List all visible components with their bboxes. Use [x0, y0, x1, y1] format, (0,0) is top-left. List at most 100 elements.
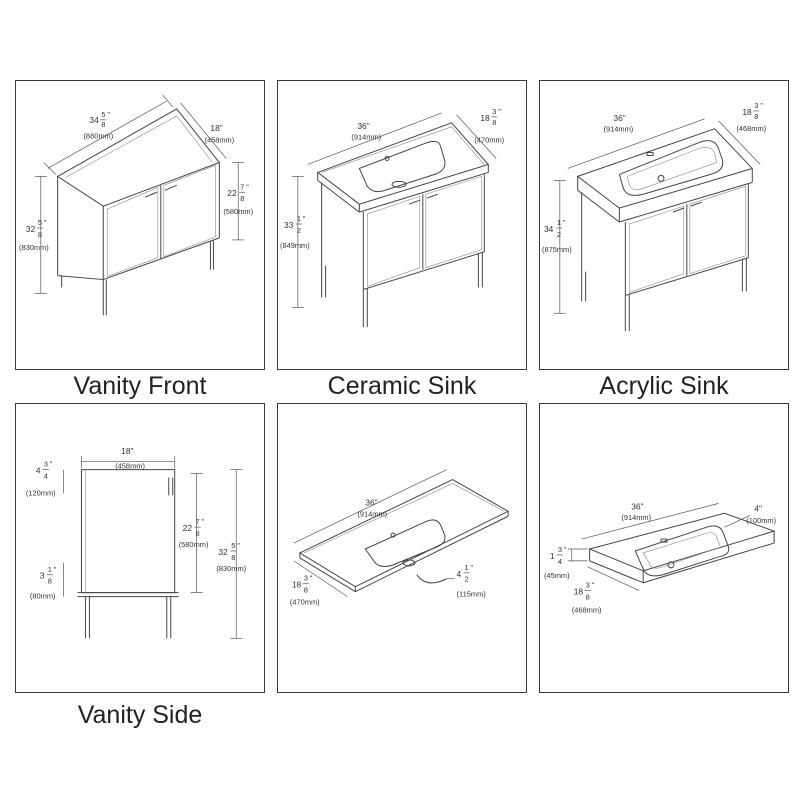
svg-text:3: 3 [754, 101, 758, 110]
svg-text:": " [202, 517, 205, 526]
acrylic-top-drawing: 36" (914mm) 4" (100mm) 1 3 4 " (45mm) 18… [544, 501, 777, 614]
svg-text:": " [470, 563, 473, 572]
basin-icon [364, 519, 446, 567]
ceramic-sink-drawing: 36" (914mm) 18 3 8 " (470mm) 33 1 2 " (8… [280, 107, 505, 328]
svg-text:": " [246, 182, 249, 191]
svg-text:4: 4 [558, 557, 562, 566]
depth-label: 18" [210, 123, 222, 133]
bowl-depth-mm: (100mm) [746, 516, 776, 525]
width-label: 36" [631, 501, 643, 511]
basin-icon [618, 140, 724, 196]
countertop-outline [298, 478, 510, 588]
svg-text:7: 7 [196, 517, 200, 526]
svg-text:2: 2 [464, 575, 468, 584]
ceramic-top-drawing: 36" (914mm) 18 3 8 " (470mm) 4 1 2 " (11… [290, 469, 510, 607]
total-height-whole: 32 [26, 224, 36, 234]
svg-text:1: 1 [464, 563, 468, 572]
svg-text:2: 2 [297, 226, 301, 235]
ceramic-sink-panel: 36" (914mm) 18 3 8 " (470mm) 33 1 2 " (8… [277, 80, 527, 370]
cabinet-height-mm: (580mm) [179, 540, 209, 549]
svg-text:": " [564, 545, 567, 554]
total-height-mm: (830mm) [216, 564, 246, 573]
door-handle-right [164, 184, 177, 191]
width-label: 36" [357, 121, 369, 131]
svg-text:8: 8 [304, 586, 308, 595]
width-label: 36" [365, 497, 377, 507]
svg-text:1: 1 [550, 551, 555, 561]
svg-text:1: 1 [297, 214, 301, 223]
depth-mm: (470mm) [474, 136, 504, 145]
acrylic-sink-panel: 36" (914mm) 18 3 8 " (468mm) 34 1 2 " (8… [539, 80, 789, 370]
height-whole: 33 [284, 220, 294, 230]
depth-mm: (468mm) [572, 605, 602, 614]
vanity-front-panel: 34 5 8 " (880mm) 18" (458mm) 22 7 8 " (5… [15, 80, 265, 370]
depth-label: 18" [121, 446, 133, 456]
bowl-depth-mm: (115mm) [457, 590, 487, 599]
width-label: 36" [613, 113, 625, 123]
svg-text:1: 1 [557, 218, 561, 227]
width-mm: (914mm) [621, 513, 651, 522]
svg-text:2: 2 [557, 230, 561, 239]
height-mm: (849mm) [280, 241, 310, 250]
svg-text:8: 8 [586, 593, 590, 602]
svg-text:": " [54, 565, 57, 574]
width-mm: (914mm) [351, 133, 381, 142]
svg-text:4: 4 [36, 466, 41, 476]
svg-text:4: 4 [457, 569, 462, 579]
leg-gap-mm: (80mm) [30, 592, 56, 601]
svg-text:": " [498, 107, 501, 116]
countertop-outline [576, 128, 754, 209]
ceramic-top-panel: 36" (914mm) 18 3 8 " (470mm) 4 1 2 " (11… [277, 403, 527, 693]
depth-mm: (458mm) [204, 136, 234, 145]
depth-mm: (470mm) [290, 598, 320, 607]
caption-vanity-side: Vanity Side [77, 701, 203, 729]
acrylic-top-panel: 36" (914mm) 4" (100mm) 1 3 4 " (45mm) 18… [539, 403, 789, 693]
svg-text:3: 3 [40, 571, 45, 581]
svg-text:3: 3 [586, 581, 590, 590]
svg-text:": " [303, 214, 306, 223]
svg-text:8: 8 [754, 112, 758, 121]
height-whole: 34 [544, 224, 554, 234]
svg-text:": " [237, 541, 240, 550]
svg-text:18: 18 [742, 107, 752, 117]
width-whole: 34 [89, 115, 99, 125]
svg-text:18: 18 [574, 587, 584, 597]
vanity-side-drawing: 18" (458mm) 4 3 4 " (120mm) 3 1 8 " (80m… [26, 446, 247, 639]
svg-text:": " [592, 581, 595, 590]
thickness-mm: (45mm) [544, 571, 570, 580]
svg-text:": " [563, 218, 566, 227]
cabinet-top-outline [56, 108, 221, 207]
svg-text:": " [760, 101, 763, 110]
svg-text:8: 8 [231, 553, 235, 562]
svg-text:": " [50, 460, 53, 469]
svg-text:32: 32 [218, 547, 228, 557]
caption-acrylic-sink: Acrylic Sink [599, 372, 729, 400]
svg-text:3: 3 [492, 107, 496, 116]
svg-text:8: 8 [196, 529, 200, 538]
width-num: 5 [101, 110, 105, 119]
svg-text:3: 3 [304, 574, 308, 583]
depth-mm: (458mm) [115, 462, 145, 471]
svg-text:18: 18 [292, 580, 302, 590]
depth-mm: (468mm) [736, 124, 766, 133]
side-profile [80, 469, 176, 594]
svg-text:5: 5 [231, 541, 235, 550]
top-gap-mm: (120mm) [26, 488, 56, 497]
bowl-depth-label: 4" [754, 503, 762, 513]
basin-icon [358, 140, 446, 193]
vanity-front-drawing: 34 5 8 " (880mm) 18" (458mm) 22 7 8 " (5… [19, 94, 254, 316]
width-mm: (880mm) [83, 132, 113, 141]
svg-text:": " [310, 574, 313, 583]
width-mm: (914mm) [603, 125, 633, 134]
svg-text:7: 7 [240, 182, 244, 191]
door-handle-left [144, 191, 158, 198]
cabinet-height-mm: (580mm) [223, 207, 253, 216]
total-height-mm: (830mm) [19, 243, 49, 252]
height-mm: (875mm) [542, 245, 572, 254]
width-mm: (914mm) [357, 509, 387, 518]
svg-text:8: 8 [38, 230, 42, 239]
svg-text:": " [44, 218, 47, 227]
vanity-side-panel: 18" (458mm) 4 3 4 " (120mm) 3 1 8 " (80m… [15, 403, 265, 693]
caption-ceramic-sink: Ceramic Sink [327, 372, 477, 400]
svg-text:8: 8 [240, 194, 244, 203]
